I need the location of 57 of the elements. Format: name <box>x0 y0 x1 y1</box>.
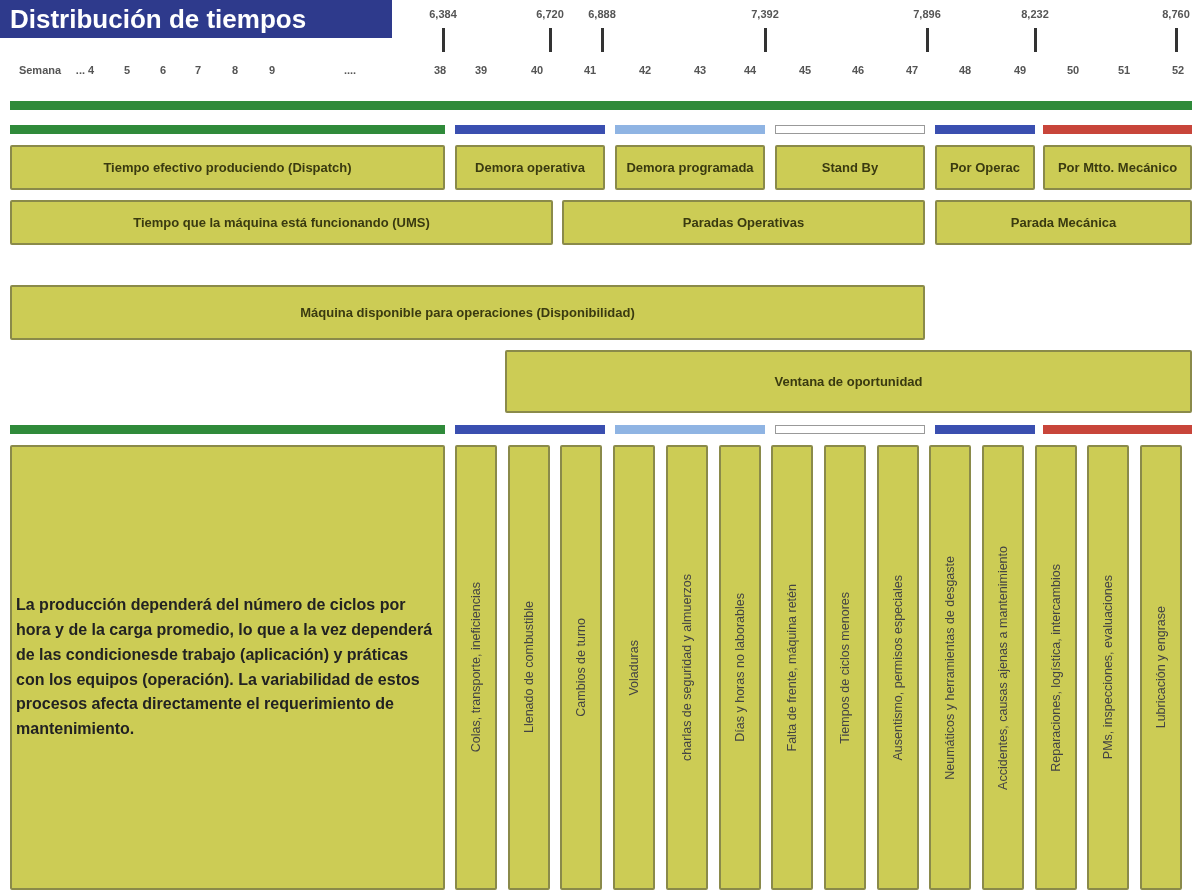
week-number: 50 <box>1066 64 1080 76</box>
hour-value: 8,232 <box>1021 8 1049 20</box>
cause-box: Reparaciones, logística, intercambios <box>1034 445 1077 890</box>
hour-value: 6,888 <box>588 8 616 20</box>
week-number: 9 <box>268 64 276 76</box>
week-number: 6 <box>159 64 167 76</box>
week-number: 7 <box>194 64 202 76</box>
cause-box: Colas, transporte, ineficiencias <box>455 445 497 890</box>
week-number: 5 <box>123 64 131 76</box>
week-number: 40 <box>530 64 544 76</box>
category-box: Por Operac <box>935 145 1035 190</box>
cause-box: Neumáticos y herramientas de desgaste <box>929 445 972 890</box>
category-box: Parada Mecánica <box>935 200 1192 245</box>
week-number: 41 <box>583 64 597 76</box>
cause-box: Accidentes, causas ajenas a mantenimiento <box>982 445 1024 890</box>
hour-value: 6,384 <box>429 8 457 20</box>
category-box: Tiempo efectivo produciendo (Dispatch) <box>10 145 445 190</box>
week-number: 51 <box>1117 64 1131 76</box>
hour-value: 6,720 <box>536 8 564 20</box>
cause-box: Días y horas no laborables <box>718 445 761 890</box>
category-box: Paradas Operativas <box>562 200 925 245</box>
category-box: Demora programada <box>615 145 765 190</box>
week-number: 45 <box>798 64 812 76</box>
hour-value: 8,760 <box>1162 8 1190 20</box>
week-number: 8 <box>231 64 239 76</box>
cause-box: Tiempos de ciclos menores <box>823 445 866 890</box>
week-number: 43 <box>693 64 707 76</box>
category-box: Ventana de oportunidad <box>505 350 1192 413</box>
cause-box: Cambios de turno <box>560 445 603 890</box>
cause-box: Ausentismo, permisos especiales <box>876 445 919 890</box>
week-number: 52 <box>1171 64 1185 76</box>
cause-box: PMs, inspecciones, evaluaciones <box>1087 445 1130 890</box>
week-number: 49 <box>1013 64 1027 76</box>
week-number: 38 <box>433 64 447 76</box>
category-box: Stand By <box>775 145 925 190</box>
week-number: .... <box>343 64 357 76</box>
cause-box: Llenado de combustible <box>507 445 550 890</box>
week-number: 48 <box>958 64 972 76</box>
week-number: 46 <box>851 64 865 76</box>
title-banner: Distribución de tiempos <box>0 0 392 38</box>
cause-box: charlas de seguridad y almuerzos <box>665 445 708 890</box>
axis-label: Semana <box>18 64 62 76</box>
cause-box: Lubricación y engrase <box>1140 445 1183 890</box>
cause-box: Voladuras <box>613 445 656 890</box>
category-box: Demora operativa <box>455 145 605 190</box>
hour-value: 7,392 <box>751 8 779 20</box>
week-number: 39 <box>474 64 488 76</box>
week-number: 47 <box>905 64 919 76</box>
week-number: 44 <box>743 64 757 76</box>
cause-box: Falta de frente, máquina retén <box>771 445 814 890</box>
week-number: 42 <box>638 64 652 76</box>
description-box: La producción dependerá del número de ciclos por hora y de la carga promedio, lo que a la vez dependerá de las condicionesde trabajo (aplicación) y práticas con los equipos (operación). La variabilidad de estos procesos afecta directamente el requerimiento de mantenimiento. <box>10 445 445 890</box>
category-box: Por Mtto. Mecánico <box>1043 145 1192 190</box>
hour-value: 7,896 <box>913 8 941 20</box>
category-box: Tiempo que la máquina está funcionando (UMS) <box>10 200 553 245</box>
category-box: Máquina disponible para operaciones (Disponibilidad) <box>10 285 925 340</box>
week-number: ... 4 <box>75 64 95 76</box>
